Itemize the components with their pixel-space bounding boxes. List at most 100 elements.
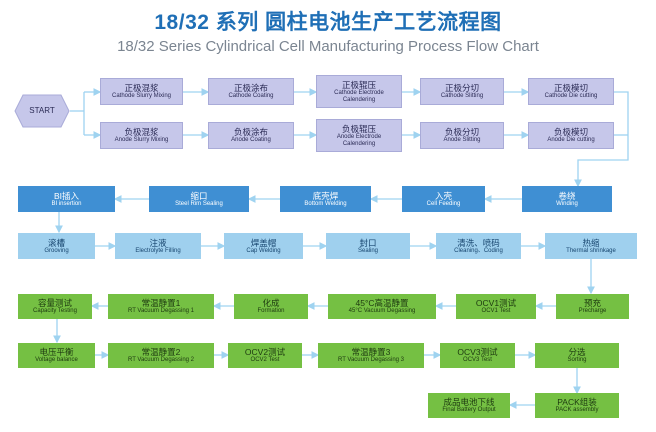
step-label-en: RT Vacuum Degassing 3	[337, 357, 405, 363]
step-anode-die-cutting: 负极模切 Anode Die cutting	[528, 122, 614, 149]
step-ocv3-test: OCV3测试 OCV3 Test	[440, 343, 515, 368]
step-precharge: 预充 Precharge	[556, 294, 629, 319]
step-label-cn: 负极辊压	[341, 123, 376, 134]
step-label-en: Precharge	[578, 308, 607, 314]
step-label-cn: 卷绕	[558, 190, 576, 201]
step-cell-feeding: 入壳 Cell Feeding	[402, 186, 485, 212]
step-label-en: 45°C Vacuum Degassing	[348, 308, 416, 314]
step-cathode-coating: 正极涂布 Cathode Coating	[208, 78, 294, 105]
step-label-en: Sorting	[567, 357, 587, 363]
step-label-en: Cathode Die cutting	[544, 93, 598, 99]
step-capacity-testing: 容量测试 Capacity Testing	[18, 294, 92, 319]
step-anode-slurry-mixing: 负极混浆 Anode Slurry Mixing	[100, 122, 183, 149]
step-label-en: Anode Slurry Mixing	[114, 137, 169, 143]
step-bottom-welding: 底壳焊 Bottom Welding	[280, 186, 371, 212]
step-label-cn: 入壳	[434, 190, 452, 201]
step-label-en: Cathode Slitting	[440, 93, 484, 99]
step-label-en: Cathode Electrode Calendering	[334, 89, 384, 103]
step-label-cn: OCV3测试	[457, 347, 498, 357]
step-cap-welding: 焊盖帽 Cap Welding	[224, 233, 303, 259]
step-label-en: Capacity Testing	[33, 308, 77, 314]
step-label-en: Thermal shrinkage	[566, 247, 616, 254]
step-label-cn: 电压平衡	[39, 347, 74, 357]
step-label-cn: 正极辊压	[341, 79, 376, 90]
step-label-en: PACK assembly	[555, 407, 599, 413]
step-label-en: Final Battery Output	[442, 407, 496, 413]
step-label-en: Cleaning、Coding	[454, 247, 503, 254]
step-label-en: Sealing	[357, 247, 378, 254]
step-label-cn: 正极模切	[553, 83, 588, 93]
step-label-cn: 封口	[359, 237, 377, 248]
step-label-en: BI insertion	[51, 200, 82, 207]
step-label-en: Cathode Coating	[228, 93, 274, 99]
title-english: 18/32 Series Cylindrical Cell Manufactur…	[117, 38, 539, 55]
step-label-cn: 成品电池下线	[443, 397, 495, 407]
step-cathode-die-cutting: 正极模切 Cathode Die cutting	[528, 78, 614, 105]
start-hexagon-shape	[14, 94, 70, 128]
step-anode-slitting: 负极分切 Anode Slitting	[420, 122, 504, 149]
step-label-cn: PACK组装	[557, 397, 597, 407]
step-label-en: Grooving	[44, 247, 69, 254]
step-rt-vacuum-degassing-1: 常温静置1 RT Vacuum Degassing 1	[108, 294, 214, 319]
step-final-battery-output: 成品电池下线 Final Battery Output	[428, 393, 510, 418]
step-rt-vacuum-degassing-3: 常温静置3 RT Vacuum Degassing 3	[318, 343, 424, 368]
step-label-en: Cell Feeding	[426, 200, 461, 207]
step-label-en: RT Vacuum Degassing 1	[127, 308, 195, 314]
step-label-cn: 容量测试	[37, 298, 72, 308]
step-label-en: RT Vacuum Degassing 2	[127, 357, 195, 363]
step-cathode-slurry-mixing: 正极混浆 Cathode Slurry Mixing	[100, 78, 183, 105]
step-label-en: Anode Coating	[231, 137, 271, 143]
step-label-cn: 清洗、喷码	[457, 237, 500, 248]
step-label-cn: 负极分切	[444, 127, 479, 137]
step-label-en: Winding	[556, 200, 578, 207]
step-label-cn: 预充	[583, 298, 601, 308]
step-label-cn: 底壳焊	[312, 190, 339, 201]
step-label-en: Bottom Welding	[304, 200, 347, 207]
step-anode-coating: 负极涂布 Anode Coating	[208, 122, 294, 149]
step-voltage-balance: 电压平衡 Voltage balance	[18, 343, 95, 368]
step-label-cn: BI插入	[53, 190, 80, 201]
step-label-cn: 负极混浆	[124, 127, 159, 137]
step-label-cn: OCV2测试	[244, 347, 286, 357]
step-label-en: OCV1 Test	[481, 308, 511, 314]
step-cleaning-coding: 清洗、喷码 Cleaning、Coding	[436, 233, 521, 259]
step-label-en: Electrolyte Filling	[135, 247, 181, 254]
step-cathode-calendering: 正极辊压 Cathode Electrode Calendering	[316, 75, 402, 108]
step-label-cn: 常温静置1	[141, 298, 181, 308]
step-label-cn: OCV1测试	[475, 298, 517, 308]
step-formation: 化成 Formation	[234, 294, 308, 319]
step-label-en: Cathode Slurry Mixing	[111, 93, 172, 99]
step-rt-vacuum-degassing-2: 常温静置2 RT Vacuum Degassing 2	[108, 343, 214, 368]
step-45c-vacuum-degassing: 45°C高温静置 45°C Vacuum Degassing	[328, 294, 436, 319]
step-label-cn: 常温静置2	[141, 347, 181, 357]
step-label-cn: 焊盖帽	[250, 237, 277, 248]
step-steel-rim-sealing: 缩口 Steel Rim Sealing	[149, 186, 249, 212]
step-grooving: 滚槽 Grooving	[18, 233, 95, 259]
step-label-cn: 正极涂布	[233, 83, 268, 93]
step-sorting: 分选 Sorting	[535, 343, 619, 368]
step-label-cn: 注液	[149, 237, 167, 248]
step-label-en: OCV3 Test	[463, 357, 492, 363]
step-label-cn: 负极模切	[553, 127, 588, 137]
step-label-en: Anode Electrode Calendering	[336, 133, 382, 147]
title-chinese: 18/32 系列 圆柱电池生产工艺流程图	[154, 11, 502, 34]
step-label-cn: 化成	[262, 298, 280, 308]
step-label-en: Cap Welding	[246, 247, 281, 254]
step-label-cn: 正极混浆	[124, 83, 159, 93]
step-label-cn: 正极分切	[444, 83, 479, 93]
step-pack-assembly: PACK组装 PACK assembly	[535, 393, 619, 418]
step-anode-calendering: 负极辊压 Anode Electrode Calendering	[316, 119, 402, 152]
step-label-en: Anode Die cutting	[547, 137, 595, 143]
step-ocv2-test: OCV2测试 OCV2 Test	[228, 343, 302, 368]
step-thermal-shrinkage: 热缩 Thermal shrinkage	[545, 233, 637, 259]
step-label-cn: 缩口	[190, 190, 208, 201]
step-sealing: 封口 Sealing	[326, 233, 410, 259]
step-label-cn: 热缩	[582, 237, 600, 248]
step-label-en: Anode Slitting	[443, 137, 481, 143]
step-label-en: Voltage balance	[35, 357, 78, 363]
step-label-cn: 滚槽	[47, 237, 65, 248]
step-label-cn: 分选	[568, 347, 586, 357]
step-label-cn: 45°C高温静置	[355, 298, 409, 308]
step-label-en: OCV2 Test	[250, 357, 280, 363]
